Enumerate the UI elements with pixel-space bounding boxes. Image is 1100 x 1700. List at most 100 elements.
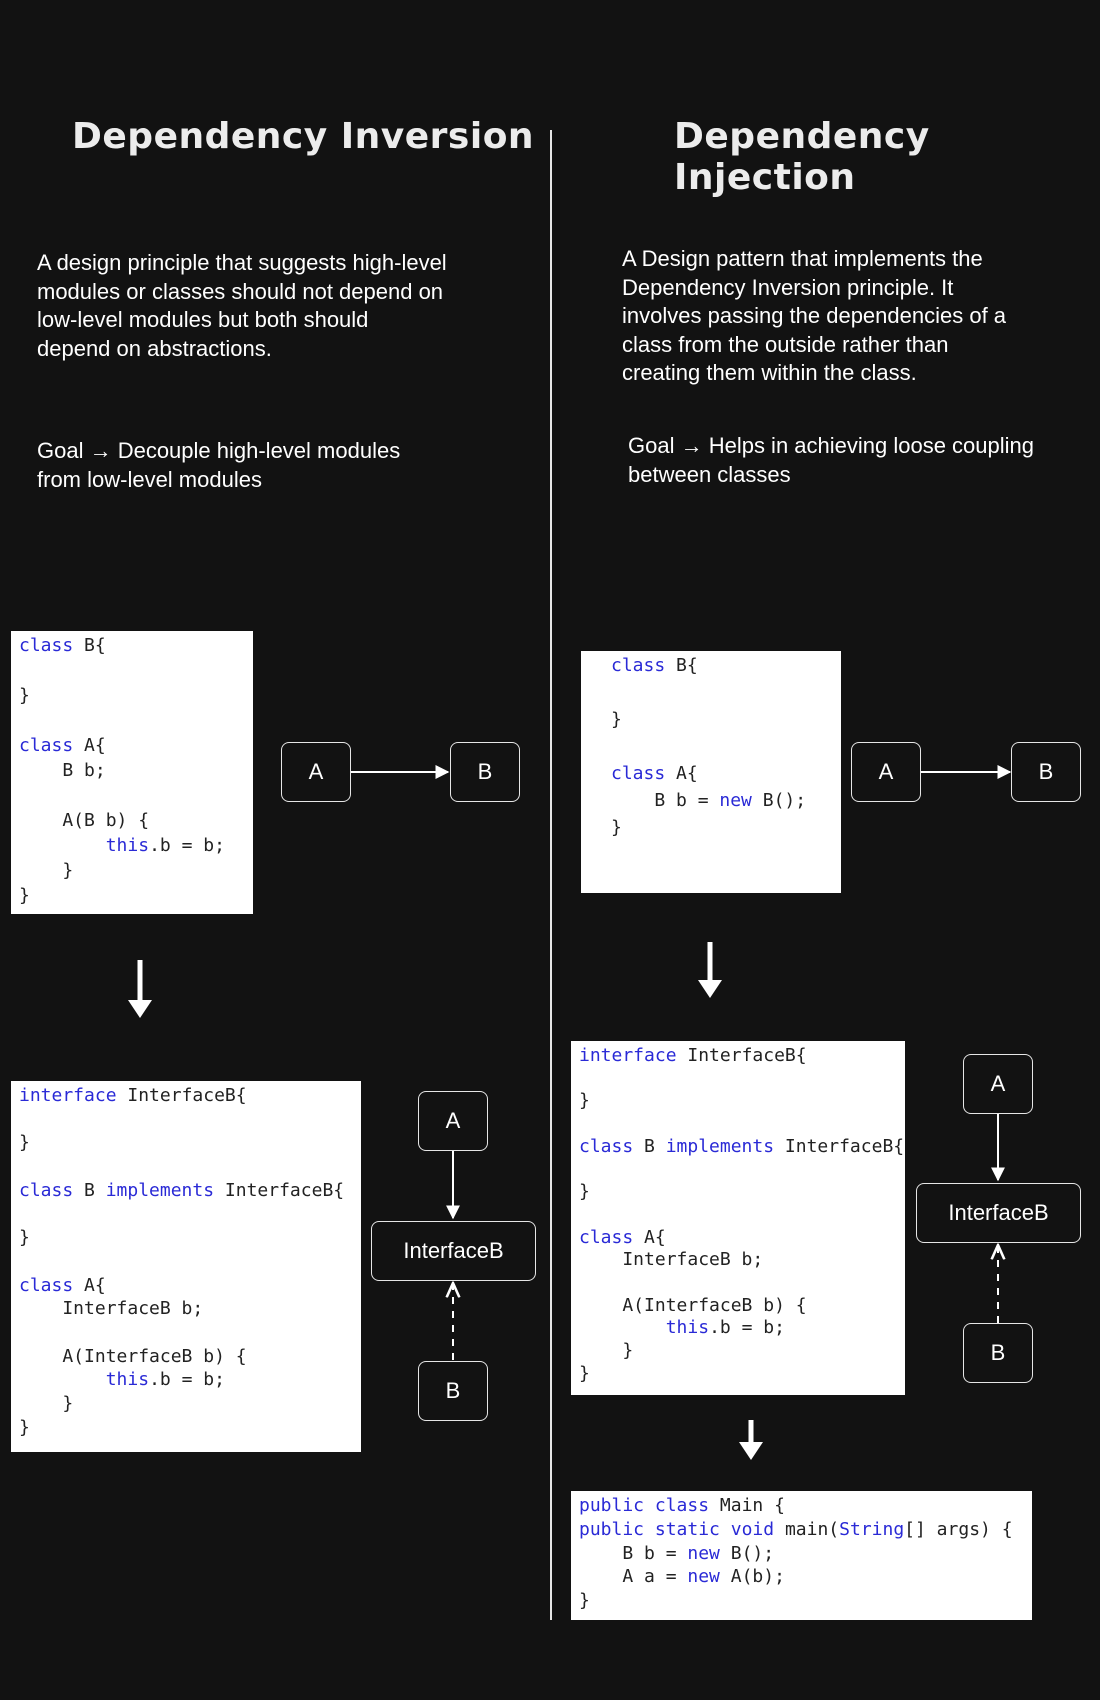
- code-text: A{: [665, 763, 698, 784]
- code-text: main(: [774, 1518, 840, 1540]
- code-keyword: this: [105, 835, 150, 856]
- code-text: .b = b;: [149, 1369, 225, 1391]
- code-line: InterfaceB b;: [579, 1249, 763, 1271]
- code-text: [644, 1519, 655, 1540]
- code-line: A(InterfaceB b) {: [579, 1295, 806, 1317]
- down-arrow-icon: [698, 942, 722, 998]
- code-text: B{: [73, 635, 106, 656]
- code-text: .b = b;: [149, 835, 225, 856]
- down-arrow-icon: [739, 1420, 763, 1460]
- dinj-description-line: A Design pattern that implements the: [622, 246, 983, 271]
- dinj-goal-line: between classes: [628, 461, 791, 487]
- class-a-box: A: [281, 742, 351, 802]
- code-snippet-di-after: interface InterfaceB{}class B implements…: [11, 1081, 361, 1452]
- code-line: class A{: [611, 763, 698, 785]
- dinj-description-line: involves passing the dependencies of a: [622, 303, 1007, 328]
- code-text: }: [19, 1227, 30, 1249]
- code-text: A a =: [579, 1566, 688, 1588]
- class-a-box: A: [963, 1054, 1033, 1114]
- code-keyword: String: [839, 1518, 905, 1540]
- code-text: InterfaceB{: [116, 1085, 247, 1106]
- code-line: class B{: [19, 635, 106, 657]
- code-text: A{: [73, 735, 106, 756]
- dinj-goal: Goal → Helps in achieving loose coupling…: [628, 432, 1034, 489]
- code-text: }: [19, 1393, 74, 1415]
- code-text: [644, 1495, 655, 1516]
- code-text: InterfaceB b;: [19, 1298, 204, 1320]
- code-text: }: [579, 1590, 590, 1612]
- code-line: A a = new A(b);: [579, 1566, 785, 1588]
- code-keyword: class: [579, 1135, 634, 1157]
- code-text: }: [579, 1090, 590, 1112]
- code-text: }: [579, 1340, 634, 1362]
- code-line: }: [19, 1132, 30, 1154]
- code-text: A{: [73, 1274, 106, 1296]
- title-dependency-injection: Dependency Injection: [674, 116, 930, 198]
- code-text: A(B b) {: [19, 810, 150, 831]
- code-keyword: class: [19, 1274, 74, 1296]
- code-line: this.b = b;: [579, 1317, 785, 1339]
- interfaceb-box: InterfaceB: [916, 1183, 1081, 1243]
- code-text: B: [73, 1179, 106, 1201]
- code-keyword: this: [105, 1369, 150, 1391]
- code-line: }: [19, 1417, 30, 1439]
- code-line: }: [19, 1393, 73, 1415]
- di-description-line: modules or classes should not depend on: [37, 278, 444, 304]
- code-line: }: [19, 1227, 30, 1249]
- code-line: B b = new B();: [579, 1543, 774, 1565]
- dinj-goal-line: Goal → Helps in achieving loose coupling: [628, 433, 1035, 458]
- dinj-description-line: Dependency Inversion principle. It: [622, 274, 954, 300]
- code-line: }: [19, 685, 30, 707]
- code-keyword: this: [665, 1317, 710, 1339]
- dinj-description-line: creating them within the class.: [622, 360, 917, 385]
- code-line: B b = new B();: [611, 790, 806, 812]
- code-line: interface InterfaceB{: [579, 1045, 807, 1067]
- code-text: [19, 1369, 106, 1390]
- code-snippet-dinj-main: public class Main {public static void ma…: [571, 1491, 1032, 1620]
- code-text: [] args) {: [904, 1518, 1013, 1540]
- code-keyword: void: [730, 1518, 775, 1540]
- code-keyword: interface: [579, 1045, 677, 1066]
- code-text: [579, 1317, 666, 1338]
- code-line: public class Main {: [579, 1495, 785, 1517]
- code-text: B b =: [611, 790, 720, 811]
- code-text: }: [19, 685, 30, 706]
- code-text: }: [579, 1181, 590, 1203]
- code-line: }: [579, 1090, 590, 1112]
- code-snippet-di-before: class B{} class A{ B b; A(B b) { this.b =…: [11, 631, 253, 914]
- code-keyword: new: [687, 1542, 720, 1564]
- code-text: Main {: [709, 1495, 785, 1516]
- code-line: B b;: [19, 760, 105, 782]
- interfaceb-box: InterfaceB: [371, 1221, 536, 1281]
- code-text: B: [633, 1135, 666, 1157]
- code-line: }: [579, 1363, 590, 1385]
- code-keyword: new: [719, 790, 752, 811]
- code-text: A(b);: [719, 1566, 785, 1588]
- code-text: }: [19, 1132, 30, 1154]
- dinj-description-line: class from the outside rather than: [622, 331, 949, 357]
- code-line: }: [611, 817, 622, 839]
- di-description-line: depend on abstractions.: [37, 335, 272, 361]
- code-text: [19, 835, 106, 856]
- code-text: InterfaceB b;: [579, 1249, 764, 1271]
- code-text: B();: [751, 790, 807, 811]
- code-keyword: class: [579, 1226, 634, 1248]
- dinj-description: A Design pattern that implements the Dep…: [622, 245, 1006, 388]
- code-keyword: class: [611, 763, 666, 784]
- code-keyword: public: [579, 1495, 645, 1516]
- column-divider: [550, 130, 552, 1620]
- code-text: }: [611, 709, 622, 730]
- di-description-line: A design principle that suggests high-le…: [37, 250, 447, 275]
- code-line: class B implements InterfaceB{: [579, 1136, 904, 1158]
- code-line: class A{: [19, 735, 106, 757]
- code-keyword: class: [19, 735, 74, 756]
- code-line: }: [19, 860, 73, 882]
- code-text: }: [19, 1416, 30, 1438]
- code-text: }: [19, 885, 30, 906]
- di-description: A design principle that suggests high-le…: [37, 249, 447, 363]
- code-keyword: new: [687, 1566, 720, 1588]
- code-line: }: [579, 1181, 590, 1203]
- code-line: class B implements InterfaceB{: [19, 1180, 344, 1202]
- code-text: A{: [633, 1226, 666, 1248]
- class-a-box: A: [851, 742, 921, 802]
